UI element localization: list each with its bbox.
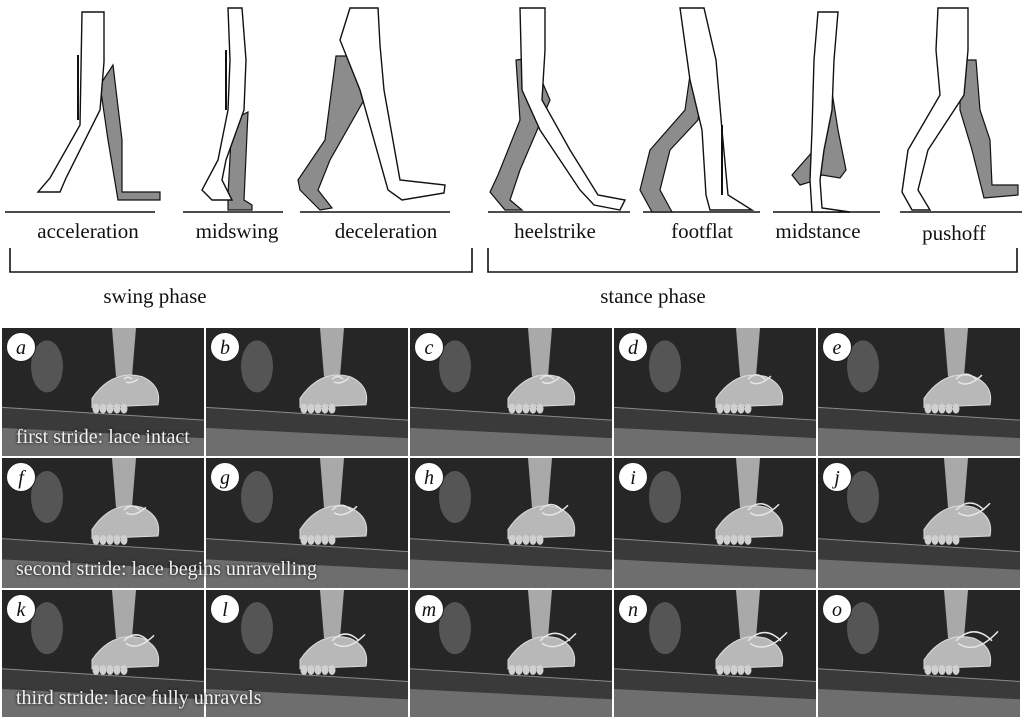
frame-label-badge: f <box>6 462 36 492</box>
video-frame-grid: a b c d e first stride: lace intact f g h i j secon… <box>0 328 1022 717</box>
video-frame: e <box>818 328 1020 456</box>
phase-label-midstance: midstance <box>775 219 860 243</box>
frame-label-badge: e <box>822 332 852 362</box>
phase-label-heelstrike: heelstrike <box>514 219 596 243</box>
video-frame: d <box>614 328 816 456</box>
gait-cycle-diagram: acceleration midswing deceleration heels… <box>0 0 1022 320</box>
video-frame: m <box>410 590 612 717</box>
stride-caption: first stride: lace intact <box>16 426 190 449</box>
swing-phase-bracket <box>10 248 472 272</box>
frame-label-badge: c <box>414 332 444 362</box>
frame-label-badge: d <box>618 332 648 362</box>
frame-label-badge: i <box>618 462 648 492</box>
swing-phase-label: swing phase <box>103 284 206 308</box>
frame-label-badge: b <box>210 332 240 362</box>
leg-figure-midswing <box>202 8 252 210</box>
stance-phase-bracket <box>488 248 1017 272</box>
frame-label-badge: g <box>210 462 240 492</box>
leg-figure-midstance <box>792 12 850 212</box>
frame-label-badge: a <box>6 332 36 362</box>
frame-label-badge: n <box>618 594 648 624</box>
frame-label-badge: k <box>6 594 36 624</box>
video-frame: c <box>410 328 612 456</box>
leg-figure-footflat <box>640 8 752 212</box>
video-frame: n <box>614 590 816 717</box>
frame-label-badge: j <box>822 462 852 492</box>
stride-caption: third stride: lace fully unravels <box>16 687 261 710</box>
leg-figure-deceleration <box>298 8 445 210</box>
stride-caption: second stride: lace begins unravelling <box>16 558 317 581</box>
video-frame: h <box>410 458 612 588</box>
phase-label-acceleration: acceleration <box>37 219 139 243</box>
stance-phase-label: stance phase <box>600 284 706 308</box>
phase-label-pushoff: pushoff <box>922 221 986 245</box>
video-frame: b <box>206 328 408 456</box>
video-frame: o <box>818 590 1020 717</box>
frame-label-badge: l <box>210 594 240 624</box>
frame-label-badge: h <box>414 462 444 492</box>
video-frame: j <box>818 458 1020 588</box>
phase-label-footflat: footflat <box>671 219 733 243</box>
phase-label-deceleration: deceleration <box>335 219 438 243</box>
leg-figure-acceleration <box>38 12 160 200</box>
video-frame: i <box>614 458 816 588</box>
frame-label-badge: m <box>414 594 444 624</box>
frame-label-badge: o <box>822 594 852 624</box>
leg-figure-heelstrike <box>490 8 625 210</box>
leg-figure-pushoff <box>902 8 1018 210</box>
phase-label-midswing: midswing <box>196 219 279 243</box>
